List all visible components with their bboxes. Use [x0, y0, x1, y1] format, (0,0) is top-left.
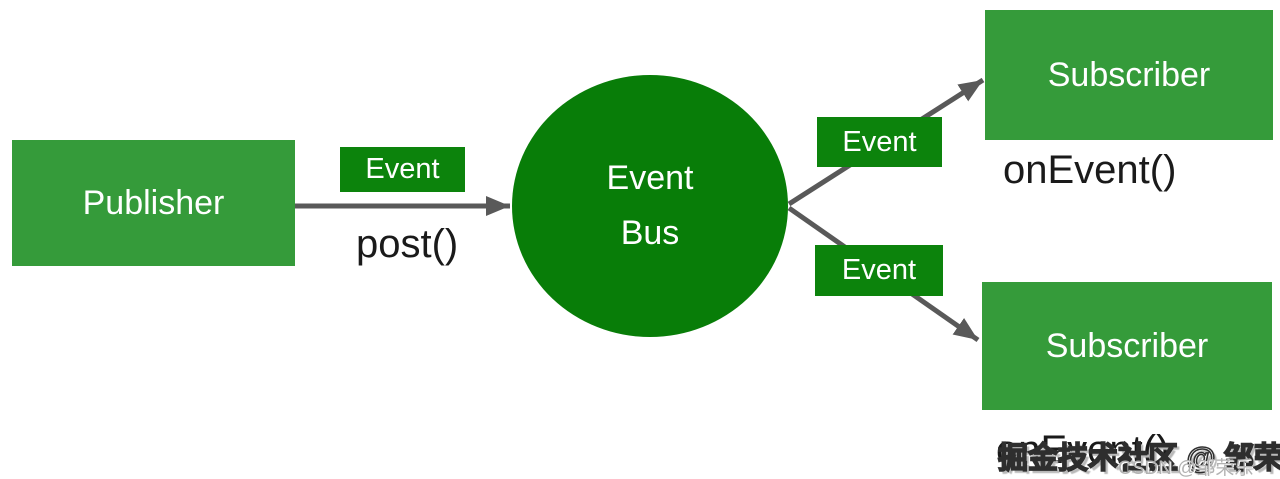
event-label-bottom-right: Event — [815, 245, 943, 296]
watermark-secondary: CSDN @邹荣乐 — [1118, 458, 1254, 479]
event-bus-circle: Event Bus — [512, 75, 788, 337]
watermark-primary: 掘金技术社区 @ 邹荣乐 — [997, 441, 1280, 476]
event-label-left-text: Event — [365, 153, 440, 185]
subscriber-top-box: Subscriber — [985, 10, 1273, 140]
subscriber-bottom-label: Subscriber — [1045, 326, 1209, 365]
post-method-label: post() — [356, 222, 459, 266]
subscriber-bottom-box: Subscriber — [982, 282, 1272, 410]
event-label-top-right-text: Event — [842, 125, 917, 158]
subscriber-top-label: Subscriber — [1047, 55, 1211, 94]
event-label-left: Event — [340, 147, 465, 192]
event-label-top-right: Event — [817, 117, 942, 167]
event-label-bottom-right-text: Event — [841, 254, 917, 286]
event-bus-label-line1: Event — [606, 159, 694, 197]
onevent-top-label: onEvent() — [1003, 148, 1177, 192]
event-bus-label-line2: Bus — [620, 214, 680, 252]
onevent-bottom-label: onEvent() — [996, 428, 1170, 472]
publisher-label: Publisher — [82, 183, 225, 222]
publisher-box: Publisher — [12, 140, 295, 266]
